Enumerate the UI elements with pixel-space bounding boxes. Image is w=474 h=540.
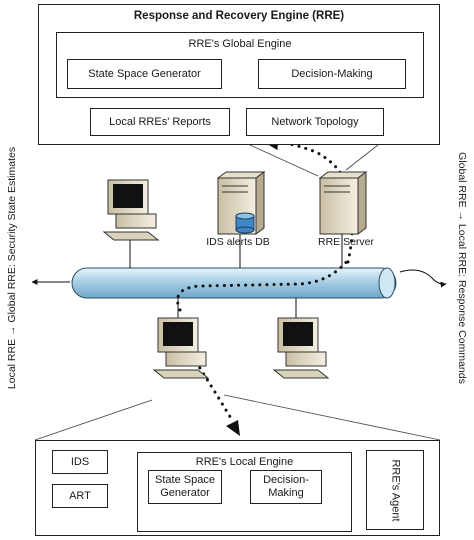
ids-alerts-db-label: IDS alerts DB bbox=[206, 236, 270, 248]
global-engine-title: RRE's Global Engine bbox=[188, 38, 292, 50]
callout-line-local-left bbox=[34, 399, 153, 441]
callout-line-right bbox=[345, 144, 379, 171]
rre-title: Response and Recovery Engine (RRE) bbox=[133, 10, 345, 22]
ids-box: IDS bbox=[52, 450, 108, 474]
workstation-icon bbox=[272, 317, 330, 379]
workstation-icon bbox=[102, 179, 160, 241]
left-side-label: Local RRE → Global RRE: Security State E… bbox=[6, 146, 18, 390]
global-decision-making: Decision-Making bbox=[258, 59, 406, 89]
dotted-flow-to-local bbox=[194, 360, 234, 422]
dotted-flow-bus bbox=[176, 258, 350, 312]
local-state-space-generator: State Space Generator bbox=[148, 470, 222, 504]
network-topology: Network Topology bbox=[246, 108, 384, 136]
network-bus bbox=[71, 267, 397, 299]
rre-server-icon bbox=[318, 171, 368, 235]
callout-line-local-right bbox=[223, 394, 441, 441]
workstation-icon bbox=[152, 317, 210, 379]
right-bus-arrow bbox=[399, 269, 447, 288]
rre-server-label: RRE Server bbox=[317, 236, 374, 248]
right-side-label: Global RRE → Local RRE: Response Command… bbox=[456, 152, 468, 384]
dotted-flow-arrowhead bbox=[226, 420, 240, 436]
global-state-space-generator: State Space Generator bbox=[67, 59, 222, 89]
rres-agent: RRE's Agent bbox=[366, 450, 424, 530]
local-decision-making: Decision-Making bbox=[250, 470, 322, 504]
art-box: ART bbox=[52, 484, 108, 508]
database-icon bbox=[235, 212, 255, 234]
local-engine-title: RRE's Local Engine bbox=[195, 456, 294, 468]
callout-line-left bbox=[249, 144, 319, 177]
rres-agent-label: RRE's Agent bbox=[389, 458, 402, 522]
local-rres-reports: Local RREs' Reports bbox=[90, 108, 230, 136]
